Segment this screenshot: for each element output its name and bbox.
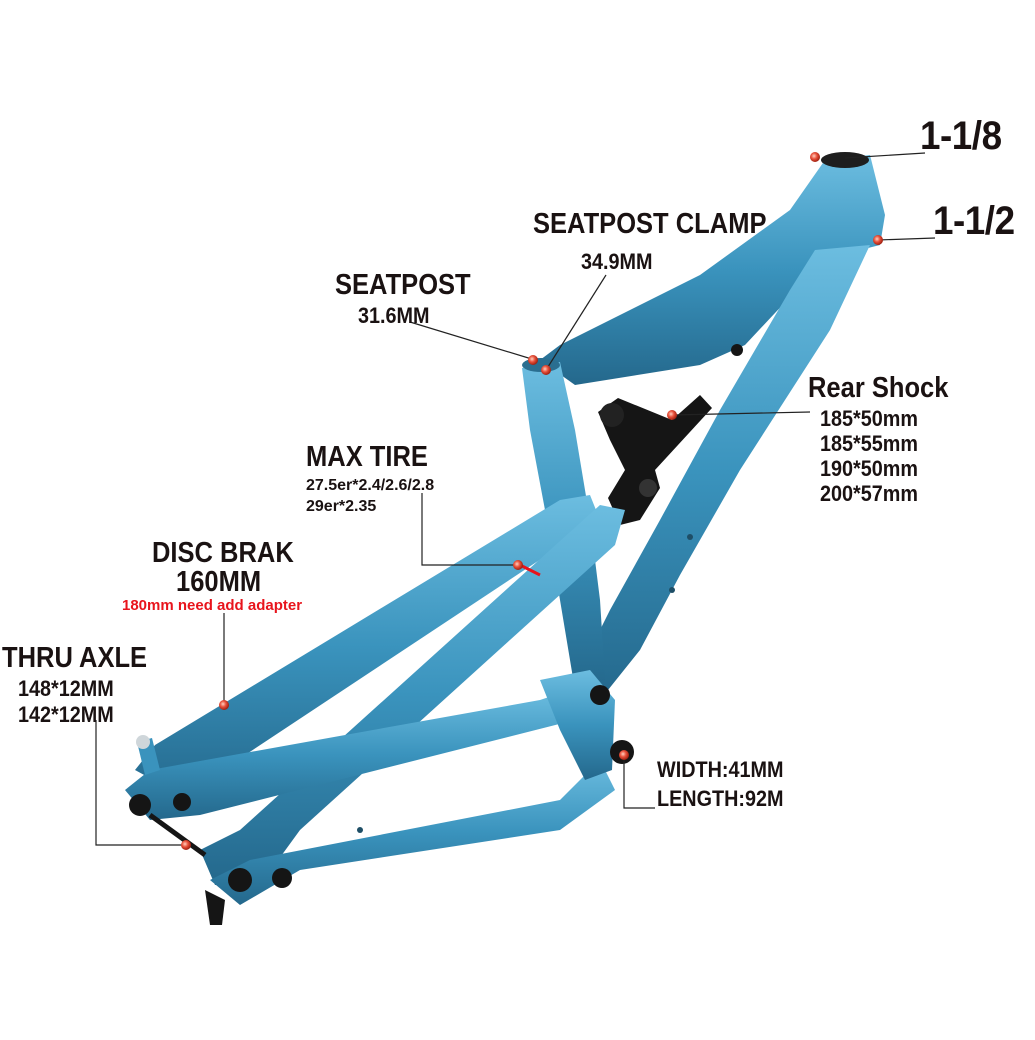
rocker-link [598,395,712,525]
seat-stays [135,495,625,885]
dropout-hardware [129,344,743,925]
thru-axle-line2: 142*12MM [18,702,114,727]
seatpost-clamp-title: SEATPOST CLAMP [533,208,767,240]
rear-shock-size-3: 190*50mm [820,456,918,481]
rear-shock-size-4: 200*57mm [820,481,918,506]
rear-shock-size-1: 185*50mm [820,406,918,431]
headtube-bottom-label: 1-1/2 [933,199,1015,243]
disc-brake-value: 160MM [176,566,262,598]
bb-width-label: WIDTH:41MM [657,757,784,782]
seatpost-clamp-value: 34.9MM [581,249,653,274]
chain-stays [125,670,615,905]
top-tube [540,152,885,385]
disc-brake-adapter-note: 180mm need add adapter [122,597,303,614]
max-tire-title: MAX TIRE [306,441,428,473]
seatpost-value: 31.6MM [358,303,430,328]
bb-length-label: LENGTH:92M [657,786,784,811]
max-tire-line2: 29er*2.35 [306,498,377,515]
rear-shock-title: Rear Shock [808,372,949,404]
rear-shock-size-2: 185*55mm [820,431,918,456]
down-tube [570,245,870,700]
seatpost-title: SEATPOST [335,269,471,301]
disc-brake-title: DISC BRAK [152,537,294,569]
thru-axle-title: THRU AXLE [2,642,148,674]
marker-dots [181,152,883,850]
thru-axle-line1: 148*12MM [18,676,114,701]
max-tire-line1: 27.5er*2.4/2.6/2.8 [306,477,435,494]
leader-lines [95,152,936,846]
headtube-top-label: 1-1/8 [920,114,1002,158]
